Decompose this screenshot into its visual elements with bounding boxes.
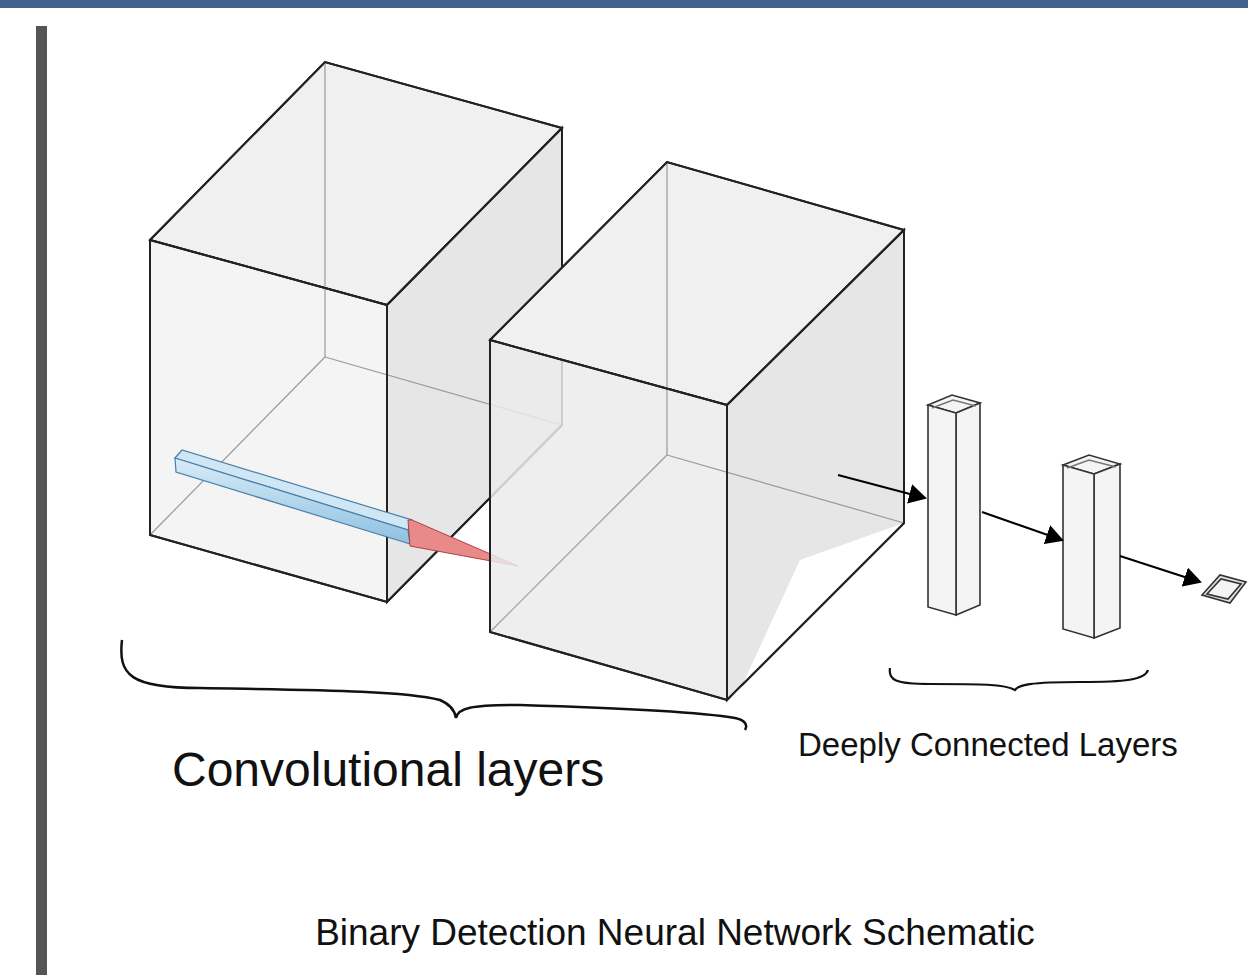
side-bar: [36, 26, 47, 975]
group-label: Deeply Connected Layers: [798, 726, 1178, 764]
bracket: [121, 640, 746, 730]
kernel-probe: [175, 450, 518, 566]
dense-layer-2: [1063, 455, 1120, 638]
top-bar: [0, 0, 1248, 8]
group-label: Convolutional layers: [172, 742, 604, 797]
bracket: [890, 668, 1148, 690]
flow-arrows: [838, 475, 1200, 582]
caption: Binary Detection Neural Network Schemati…: [315, 912, 1035, 954]
dense-layer-1: [928, 395, 980, 615]
conv-volume-2: [490, 162, 904, 700]
output-node: [1202, 575, 1246, 603]
